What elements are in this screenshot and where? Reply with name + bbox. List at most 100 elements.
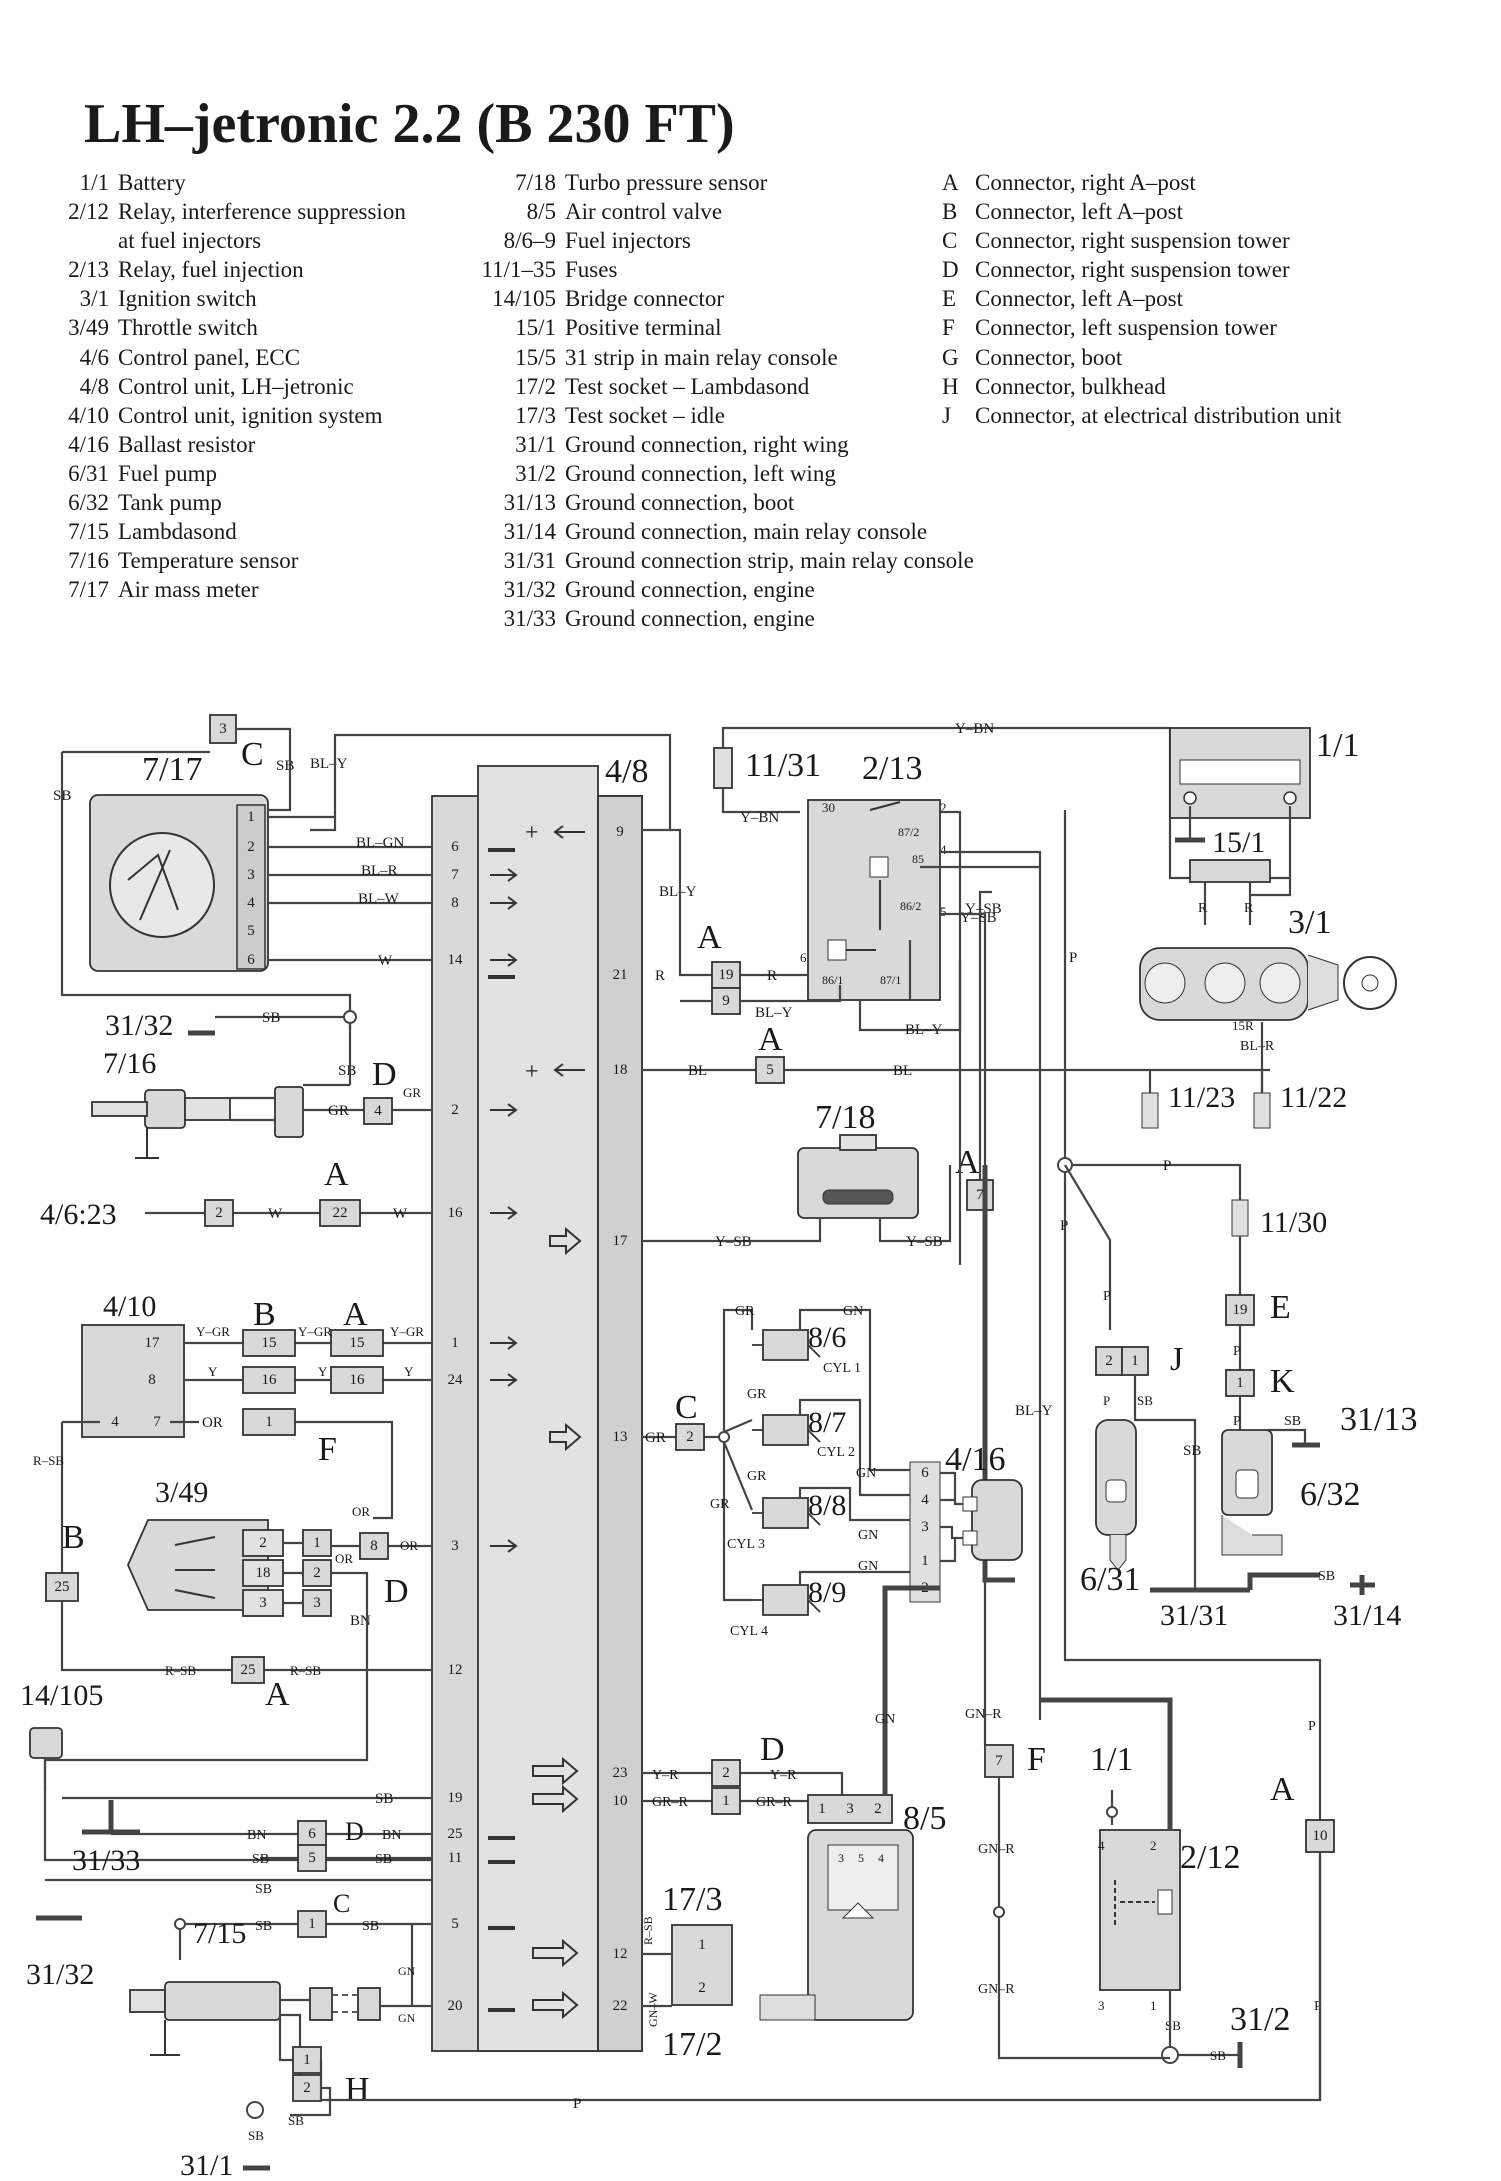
diagram-label: CYL 3 <box>727 1537 765 1552</box>
diagram-label: BN <box>350 1613 371 1629</box>
legend-row: 17/2 Test socket – Lambdasond <box>463 372 974 401</box>
label-31-14: 31/14 <box>1333 1599 1401 1632</box>
diagram-label: P <box>1069 950 1077 966</box>
diagram-label: SB <box>262 1010 280 1026</box>
diagram-label: 1 <box>818 1801 826 1817</box>
air-control-valve-8-5: 3 5 4 <box>759 1829 914 2021</box>
diagram-label: GN <box>843 1304 863 1319</box>
ignition-switch-3-1 <box>1139 947 1397 1021</box>
diagram-label: 12 <box>613 1946 628 1962</box>
diagram-label: BN <box>382 1828 401 1843</box>
battery-1-1 <box>1169 727 1311 819</box>
legend-label: Connector, left suspension tower <box>975 315 1277 341</box>
diagram-label: BL–Y <box>755 1005 793 1021</box>
diagram-label: 1 <box>722 1793 730 1809</box>
diagram-label: SB <box>1318 1569 1335 1584</box>
label-31-31: 31/31 <box>1160 1599 1228 1632</box>
legend-label: Test socket – Lambdasond <box>565 373 810 399</box>
diagram-label: BL <box>893 1063 912 1079</box>
legend-label: Air mass meter <box>118 577 259 603</box>
legend-label: Relay, fuel injection <box>118 257 304 283</box>
label-31-13: 31/13 <box>1340 1401 1417 1438</box>
diagram-label: GN <box>858 1528 878 1543</box>
diagram-label: GN <box>398 2011 416 2025</box>
label-11-30: 11/30 <box>1260 1206 1327 1239</box>
legend-code: 2/13 <box>68 257 109 283</box>
diagram-label: 1 <box>1150 1998 1157 2013</box>
diagram-label: Y–GR <box>196 1324 230 1339</box>
diagram-label: 1 <box>698 1937 706 1953</box>
diagram-label: 4 <box>1098 1838 1105 1853</box>
legend-label: Connector, right A–post <box>975 170 1196 195</box>
ignition-control-unit-4-10 <box>81 1324 185 1438</box>
air-mass-meter-pins: 1 2 3 4 5 6 <box>247 809 255 968</box>
legend-label: Connector, right suspension tower <box>975 228 1290 254</box>
diagram-label: 15 <box>262 1335 277 1351</box>
diagram-label: 3 <box>846 1801 854 1817</box>
diagram-label: BL–W <box>358 891 400 907</box>
legend-label: Fuel pump <box>118 460 218 486</box>
diagram-label: 1 <box>265 1414 273 1430</box>
label-11-23: 11/23 <box>1168 1081 1235 1114</box>
diagram-label: Y <box>318 1364 328 1379</box>
label-14-105: 14/105 <box>20 1679 103 1712</box>
diagram-label: SB <box>1284 1414 1301 1429</box>
diagram-label: GR <box>747 1387 767 1402</box>
page-title: LH–jetronic 2.2 (B 230 FT) <box>84 93 735 155</box>
legend-code: 31/14 <box>503 519 556 545</box>
diagram-label: BL–Y <box>1015 1403 1053 1419</box>
legend-label: at fuel injectors <box>118 228 262 254</box>
legend-code: 17/2 <box>515 373 556 399</box>
diagram-label: F <box>318 1431 337 1468</box>
diagram-label: P <box>1308 1719 1316 1734</box>
diagram-label: 1 <box>303 2052 311 2068</box>
diagram-label: 1 <box>308 1916 316 1932</box>
legend-label: Air control valve <box>565 199 723 225</box>
ballast-resistor-4-16: 6 4 3 1 2 <box>909 1461 1023 1603</box>
diagram-label: 16 <box>262 1372 278 1388</box>
fuel-pump-6-31 <box>1095 1419 1137 1571</box>
legend-code: 11/1–35 <box>481 257 556 283</box>
diagram-label: CYL 4 <box>730 1624 768 1639</box>
legend-label: Control panel, ECC <box>118 344 301 370</box>
diagram-label: C <box>333 1889 350 1918</box>
diagram-label: 23 <box>613 1765 628 1781</box>
diagram-label: GR <box>735 1304 755 1319</box>
diagram-label: GN <box>875 1712 895 1727</box>
diagram-label: C <box>241 736 264 773</box>
label-4-10: 4/10 <box>103 1290 156 1323</box>
legend-code: 6/32 <box>68 490 109 516</box>
diagram-label: W <box>268 1206 283 1222</box>
diagram-label: 8 <box>370 1538 378 1554</box>
diagram-label: OR <box>202 1415 223 1431</box>
diagram-label: 4 <box>940 842 947 857</box>
legend-label: Bridge connector <box>565 286 725 312</box>
diagram-label: BL–R <box>1240 1039 1275 1054</box>
legend-label: Throttle switch <box>118 315 258 341</box>
legend-code: 7/18 <box>515 170 556 195</box>
interference-relay-2-12: 4 2 3 1 <box>1098 1829 1181 2013</box>
diagram-label: P <box>1060 1218 1068 1234</box>
diagram-label: BL–R <box>361 863 398 879</box>
legend-code: 4/6 <box>79 344 109 370</box>
diagram-label: 17 <box>613 1233 629 1249</box>
diagram-label: 25 <box>241 1662 256 1678</box>
legend-code: 31/2 <box>515 460 556 486</box>
legend-code: 31/1 <box>515 431 556 457</box>
fuel-injection-relay-2-13: 30 2 87/2 4 85 86/2 5 6 86/1 87/1 <box>800 799 947 1001</box>
legend-label: Connector, bulkhead <box>975 373 1166 399</box>
diagram-label: 2 <box>1105 1353 1113 1369</box>
diagram-label: GN–W <box>646 1992 660 2027</box>
diagram-label: SB <box>1210 2048 1226 2063</box>
legend-label: Relay, interference suppression <box>118 199 406 225</box>
